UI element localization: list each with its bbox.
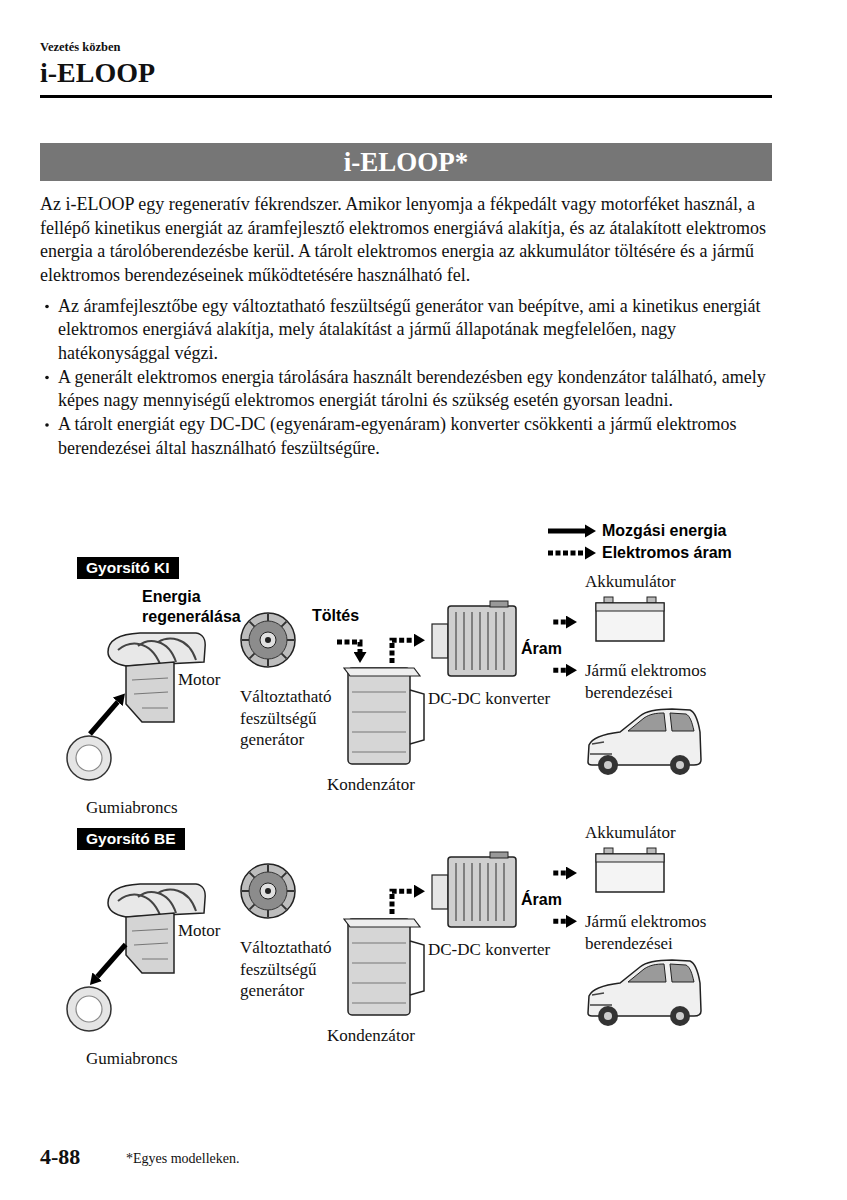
battery-drawing <box>596 597 664 641</box>
battery-unit: Akkumulátor <box>577 568 681 644</box>
part-label: Gumiabroncs <box>86 797 178 819</box>
motion-arrow <box>97 945 125 977</box>
bullet-text: A tárolt energiát egy DC-DC (egyenáram-e… <box>58 413 774 460</box>
label-holder: Áram <box>521 639 581 659</box>
label-holder: *Egyes modelleken. <box>126 1150 426 1168</box>
motion-arrow <box>90 702 118 734</box>
label-holder: Az i-ELOOP egy regeneratív fékrendszer. … <box>40 193 775 287</box>
legend-line <box>548 529 586 534</box>
flow-label: Energia regenerálása <box>142 587 260 627</box>
vehicle-unit: Jármű elektromos berendezései <box>577 908 718 1030</box>
part-label: Motor <box>178 920 221 942</box>
generator-drawing <box>241 864 295 918</box>
legend-row: Mozgási energia <box>548 520 732 542</box>
legend-line <box>548 551 586 556</box>
tire-unit: Gumiabroncs <box>64 985 182 1073</box>
part-label: Gumiabroncs <box>86 1048 178 1070</box>
legend-head <box>585 547 596 560</box>
flow-label: Áram <box>521 890 581 910</box>
car-drawing <box>588 709 701 775</box>
capacitor-drawing <box>344 919 424 1015</box>
throttle-band: Gyorsító BE <box>77 828 185 850</box>
running-head: Vezetés közben <box>40 40 340 55</box>
label-holder: 4-88 <box>40 1144 120 1170</box>
section-title: i-ELOOP* <box>40 143 772 181</box>
capacitor-unit: Kondenzátor <box>322 663 422 799</box>
label-holder: Vezetés közben <box>40 40 340 55</box>
converter-drawing <box>432 852 516 927</box>
legend-label: Mozgási energia <box>602 521 726 541</box>
car-drawing <box>588 960 701 1026</box>
bullet-text: Az áramfejlesztőbe egy változtatható fes… <box>58 295 774 366</box>
legend-head <box>585 525 596 538</box>
tire-unit: Gumiabroncs <box>64 734 182 822</box>
label-holder: i-ELOOP <box>40 57 440 89</box>
legend: Mozgási energiaElektromos áram <box>548 520 732 564</box>
converter-unit: DC-DC konverter <box>425 600 553 713</box>
label-holder: Az áramfejlesztőbe egy változtatható fes… <box>58 295 774 366</box>
current-arrow <box>553 620 566 625</box>
tire-drawing <box>67 736 111 780</box>
current-arrow <box>553 871 566 876</box>
engine-unit: Motor <box>100 881 228 945</box>
intro-paragraph: Az i-ELOOP egy regeneratív fékrendszer. … <box>40 193 775 287</box>
label-holder: A tárolt energiát egy DC-DC (egyenáram-e… <box>58 413 774 460</box>
capacitor-unit: Kondenzátor <box>322 914 422 1050</box>
bullet-dot <box>45 305 49 309</box>
generator-unit: Változtatható feszültségű generátor <box>240 881 337 1005</box>
capacitor-drawing <box>344 668 424 764</box>
generator-unit: Változtatható feszültségű generátor <box>240 630 337 754</box>
tire-drawing <box>67 987 111 1031</box>
current-arrow <box>392 640 414 663</box>
part-label: Motor <box>178 669 221 691</box>
title-holder: i-ELOOP* <box>40 143 772 181</box>
legend-row: Elektromos áram <box>548 542 732 564</box>
vehicle-unit: Jármű elektromos berendezései <box>577 657 718 779</box>
current-arrow <box>337 642 360 652</box>
part-label: Jármű elektromos berendezései <box>585 660 715 703</box>
edge-label-holder: Töltés <box>312 606 359 626</box>
label-holder: Áram <box>521 890 581 910</box>
bullet-dot <box>45 423 49 427</box>
legend-sample <box>548 545 598 561</box>
part-label: DC-DC konverter <box>428 688 550 710</box>
edge-label: Töltés <box>312 606 359 626</box>
converter-drawing <box>432 601 516 676</box>
band-label: Gyorsító BE <box>86 829 176 848</box>
engine-unit: Motor <box>100 630 228 694</box>
bullet-text: A generált elektromos energia tárolására… <box>58 366 774 413</box>
part-label: DC-DC konverter <box>428 939 550 961</box>
current-arrow <box>392 891 414 914</box>
part-label: Változtatható feszültségű generátor <box>240 686 334 751</box>
battery-drawing <box>596 848 664 892</box>
flow-label: Áram <box>521 639 581 659</box>
part-label: Akkumulátor <box>585 822 676 844</box>
title-banner <box>40 143 772 181</box>
label-holder: A generált elektromos energia tárolására… <box>58 366 774 413</box>
band-label: Gyorsító KI <box>86 558 170 577</box>
current-arrow <box>553 919 566 924</box>
footnote: *Egyes modelleken. <box>126 1150 426 1168</box>
bullet-dot <box>45 376 49 380</box>
label-holder: Energia regenerálása <box>142 587 260 627</box>
battery-unit: Akkumulátor <box>577 819 681 895</box>
header-rule <box>40 95 772 98</box>
page-number: 4-88 <box>40 1144 120 1170</box>
legend-label: Elektromos áram <box>602 543 732 563</box>
legend-sample <box>548 523 598 539</box>
converter-unit: DC-DC konverter <box>425 851 553 964</box>
generator-drawing <box>241 613 295 667</box>
current-arrow <box>553 668 566 673</box>
part-label: Kondenzátor <box>327 774 415 796</box>
part-label: Változtatható feszültségű generátor <box>240 937 334 1002</box>
throttle-band: Gyorsító KI <box>77 557 179 579</box>
page-heading: i-ELOOP <box>40 57 440 89</box>
part-label: Kondenzátor <box>327 1025 415 1047</box>
part-label: Jármű elektromos berendezései <box>585 911 715 954</box>
part-label: Akkumulátor <box>585 571 676 593</box>
